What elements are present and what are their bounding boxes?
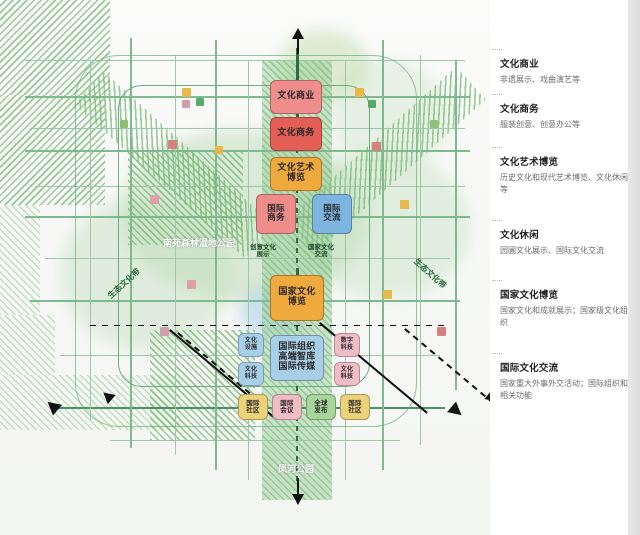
map-node-side-right-1[interactable]: 数字科技: [334, 333, 360, 357]
legend-title: 国家文化博览: [500, 289, 559, 301]
legend-item-0: 文化商业 非遗展示、戏曲演艺等: [492, 49, 634, 86]
parcel: [196, 98, 204, 106]
parcel: [355, 88, 364, 97]
road-vertical: [420, 55, 422, 445]
axis-note-east: 国家文化交流: [304, 243, 338, 259]
area-label-nanyuan-park: 南苑森林湿地公园: [163, 239, 236, 249]
road-horizontal: [45, 258, 450, 260]
legend-tick: [492, 352, 502, 354]
north-arrow: [290, 28, 306, 54]
parcel: [215, 146, 223, 154]
map-node-side-right-2[interactable]: 文化科技: [334, 362, 360, 386]
parcel: [372, 142, 381, 151]
map-node-side-left-2[interactable]: 文化科技: [238, 362, 264, 386]
map-node-wenhua-yishu-bolan[interactable]: 文化艺术博览: [270, 157, 322, 191]
parcel: [120, 120, 128, 128]
road-horizontal: [25, 150, 470, 152]
legend-tick: [492, 49, 502, 50]
map-node-guoji-shequ-r[interactable]: 国际社区: [340, 394, 370, 420]
parcel: [182, 100, 190, 108]
legend-title: 文化商务: [500, 104, 539, 116]
legend-item-2: 文化艺术博览 历史文化和现代艺术博览、文化休闲等: [492, 146, 634, 197]
legend-desc: 服装创意、创意办公等: [500, 120, 580, 130]
parcel: [437, 327, 446, 336]
legend-title: 文化商业: [500, 59, 539, 70]
map-node-wenhua-shangye[interactable]: 文化商业: [270, 80, 322, 114]
map-canvas[interactable]: 南苑森林湿地公园 凤河公园 生态文化带 生态文化带 创意文化展示 国家文化交流 …: [0, 0, 490, 535]
legend-desc: 国家重大外事外交活动；国际组织和相关功能: [500, 378, 628, 401]
parcel: [368, 100, 376, 108]
parcel: [383, 290, 392, 299]
road-vertical: [175, 55, 177, 455]
road-vertical: [345, 60, 347, 480]
hatched-block: [128, 150, 243, 245]
road-horizontal: [30, 300, 460, 302]
legend-tick: [492, 219, 502, 221]
road-vertical: [130, 38, 132, 448]
ring-road: [75, 55, 417, 427]
page-right-edge: [628, 0, 640, 535]
legend-tick: [492, 94, 502, 96]
legend-desc: 历史文化和现代艺术博览、文化休闲等: [500, 172, 628, 195]
road-horizontal: [35, 186, 465, 188]
legend-panel: 文化商业 非遗展示、戏曲演艺等 文化商务 服装创意、创意办公等 文化艺术博览 历…: [492, 0, 640, 535]
map-node-wenhua-shangwu[interactable]: 文化商务: [270, 117, 322, 151]
map-node-guoji-shequ-l[interactable]: 国际社区: [238, 394, 268, 420]
area-label-fenghe-park: 凤河公园: [278, 465, 315, 475]
parcel: [150, 195, 159, 204]
dashed-guide-horizontal: [90, 325, 445, 327]
road-horizontal: [25, 96, 470, 98]
parcel: [400, 200, 409, 209]
road-horizontal: [30, 128, 465, 130]
map-node-guoji-huiyi[interactable]: 国际会议: [272, 394, 302, 420]
legend-tick: [492, 146, 502, 148]
legend-item-3: 文化休闲 园圃文化展示、国际文化交流: [492, 219, 634, 257]
road-vertical: [455, 60, 457, 390]
parcel: [187, 280, 196, 289]
road-horizontal: [25, 60, 465, 62]
axis-note-east-text: 国家文化交流: [308, 243, 334, 259]
southeast-arrow-dashed: [404, 328, 490, 407]
legend-title: 国际文化交流: [500, 362, 559, 374]
legend-item-1: 文化商务 服装创意、创意办公等: [492, 94, 634, 131]
parcel: [168, 140, 177, 149]
legend-tick: [492, 279, 502, 281]
road-vertical: [215, 40, 217, 470]
south-arrow: [290, 478, 306, 505]
axis-note-west: 创意文化展示: [246, 243, 280, 259]
map-node-guojia-wenhua-bolan[interactable]: 国家文化博览: [270, 275, 324, 321]
road-horizontal: [25, 216, 470, 219]
parcel: [182, 88, 191, 97]
central-axis-dashed: [296, 118, 298, 268]
southwest-arrow-dashed: [78, 330, 269, 410]
legend-desc: 国家文化和成就展示；国家级文化组织: [500, 305, 628, 328]
legend-item-5: 国际文化交流 国家重大外事外交活动；国际组织和相关功能: [492, 352, 634, 403]
legend-title: 文化休闲: [500, 229, 539, 241]
legend-title: 文化艺术博览: [500, 156, 559, 168]
road-horizontal: [110, 440, 400, 442]
axis-note-west-text: 创意文化展示: [250, 243, 276, 259]
parcel: [430, 120, 438, 128]
map-node-guoji-jiaoliu[interactable]: 国际交流: [312, 194, 352, 234]
map-node-side-left-1[interactable]: 文化设施: [238, 333, 264, 357]
road-vertical: [382, 40, 384, 470]
hatched-block: [0, 315, 55, 375]
legend-desc: 园圃文化展示、国际文化交流: [500, 245, 604, 255]
parcel: [160, 327, 169, 336]
legend-item-4: 国家文化博览 国家文化和成就展示；国家级文化组织: [492, 279, 634, 330]
road-vertical: [90, 60, 92, 420]
map-node-guoji-shangwu[interactable]: 国际商务: [256, 194, 296, 234]
map-node-guoji-zuzhi-zhiku-chuanmei[interactable]: 国际组织高端智库国际传媒: [270, 335, 324, 381]
map-node-quanqiu-fabu[interactable]: 全球发布: [306, 394, 336, 420]
road-vertical: [248, 60, 250, 480]
hatched-block: [0, 205, 40, 315]
legend-desc: 非遗展示、戏曲演艺等: [500, 75, 580, 84]
